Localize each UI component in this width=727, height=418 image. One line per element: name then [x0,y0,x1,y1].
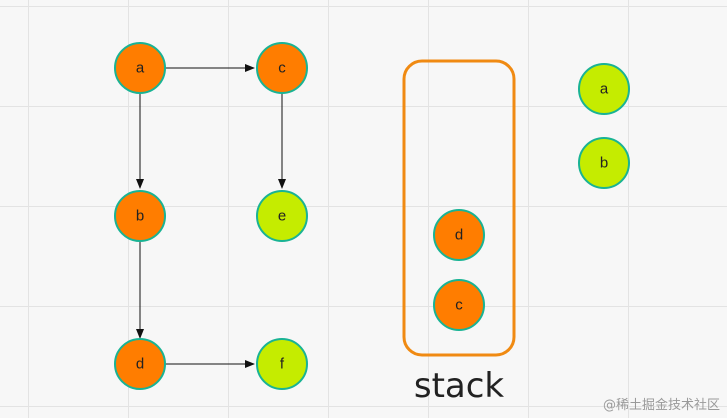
stack-item-label: d [455,227,463,244]
stack-container [402,59,516,357]
node-d-label: d [136,356,144,373]
output-item-label: a [600,81,609,98]
node-d: d [114,338,166,390]
stack-item-label: c [455,297,463,314]
watermark: @稀土掘金技术社区 [603,397,720,413]
node-f: f [256,338,308,390]
stack-item: c [433,279,485,331]
node-e: e [256,190,308,242]
node-a-label: a [136,60,145,77]
output-item-label: b [600,155,608,172]
node-b: b [114,190,166,242]
stack-item: d [433,209,485,261]
node-e-label: e [278,208,286,225]
node-f-label: f [280,356,285,373]
output-item: a [578,63,630,115]
node-a: a [114,42,166,94]
node-c: c [256,42,308,94]
node-c-label: c [278,60,286,77]
node-b-label: b [136,208,144,225]
stack-label: stack [414,366,505,406]
output-item: b [578,137,630,189]
